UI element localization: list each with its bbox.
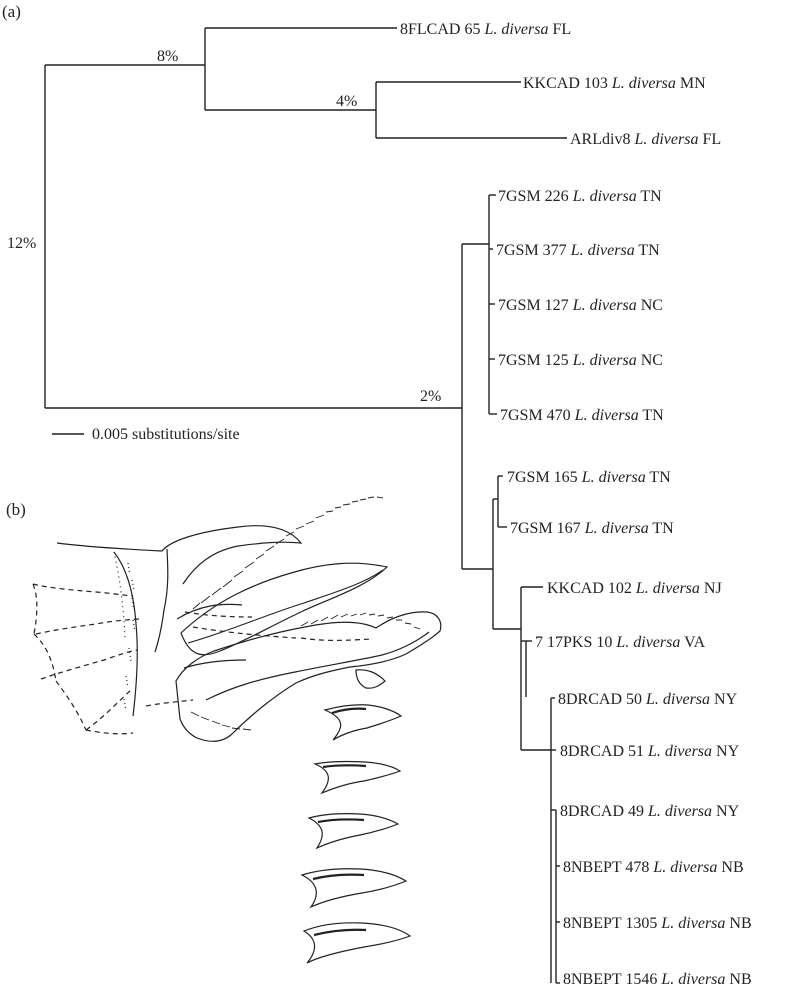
detail-shading-lines: [312, 707, 367, 937]
detail-shape-one: [323, 704, 403, 741]
taxon-label: 8NBEPT 478 L. diversa NB: [563, 859, 744, 876]
taxon-label: 8DRCAD 50 L. diversa NY: [558, 691, 738, 708]
taxon-label: 7GSM 226 L. diversa TN: [498, 188, 662, 205]
taxon-label: 8FLCAD 65 L. diversa FL: [400, 21, 571, 38]
central-sclerite-line: [113, 551, 138, 717]
support-minor-clade: 4%: [336, 93, 357, 110]
panel-a-label: (a): [2, 2, 21, 21]
phylogenetic-tree: [44, 27, 567, 984]
detail-shape-two: [312, 760, 402, 795]
taxon-label: 7 17PKS 10 L. diversa VA: [535, 634, 706, 651]
taxon-label: KKCAD 103 L. diversa MN: [523, 75, 706, 92]
taxon-label: 8NBEPT 1305 L. diversa NB: [563, 915, 752, 932]
dashed-overlay-lines: [145, 611, 374, 707]
taxon-label: ARLdiv8 L. diversa FL: [570, 131, 721, 148]
taxon-label: 8DRCAD 51 L. diversa NY: [560, 743, 740, 760]
support-lower-clade: 2%: [420, 388, 441, 405]
gonopod-outline: [175, 611, 442, 742]
taxon-label: 7GSM 165 L. diversa TN: [507, 469, 671, 486]
middle-sclerite-line: [154, 548, 169, 653]
support-upper-clade: 8%: [157, 48, 178, 65]
taxon-label: 8NBEPT 1546 L. diversa NB: [563, 971, 752, 987]
central-stipple-edge: [113, 551, 126, 641]
setae-bottom: [190, 711, 252, 731]
taxon-label: KKCAD 102 L. diversa NJ: [547, 580, 722, 597]
small-lobe-outline: [355, 669, 386, 689]
support-values: 12% 8% 4% 2%: [7, 48, 441, 405]
setae-top: [192, 496, 384, 610]
taxon-label: 7GSM 127 L. diversa NC: [498, 297, 663, 314]
scale-bar-label: 0.005 substitutions/site: [92, 426, 240, 443]
taxon-label: 7GSM 167 L. diversa TN: [510, 520, 674, 537]
detail-shape-three: [307, 813, 400, 850]
panel-b-label: (b): [6, 500, 26, 519]
cercus-outline: [180, 562, 389, 656]
support-lines: [176, 603, 247, 669]
taxon-label: 7GSM 377 L. diversa TN: [496, 242, 660, 259]
taxon-label: 7GSM 470 L. diversa TN: [500, 407, 664, 424]
gonopod-central-line: [205, 631, 430, 701]
detail-shape-five: [302, 922, 412, 964]
dashed-internal-lines: [35, 618, 140, 731]
taxon-label: 8DRCAD 49 L. diversa NY: [560, 803, 740, 820]
detail-shape-four: [300, 868, 408, 909]
taxon-labels: 8FLCAD 65 L. diversa FL KKCAD 103 L. div…: [400, 21, 752, 987]
genitalia-illustration: [32, 496, 442, 964]
setae-lower: [300, 612, 421, 630]
support-root: 12%: [7, 235, 36, 252]
dashed-outline-left: [32, 583, 134, 735]
upper-sclerite-outline: [56, 525, 303, 585]
taxon-label: 7GSM 125 L. diversa NC: [498, 352, 663, 369]
cercus-inner-line: [187, 569, 384, 644]
